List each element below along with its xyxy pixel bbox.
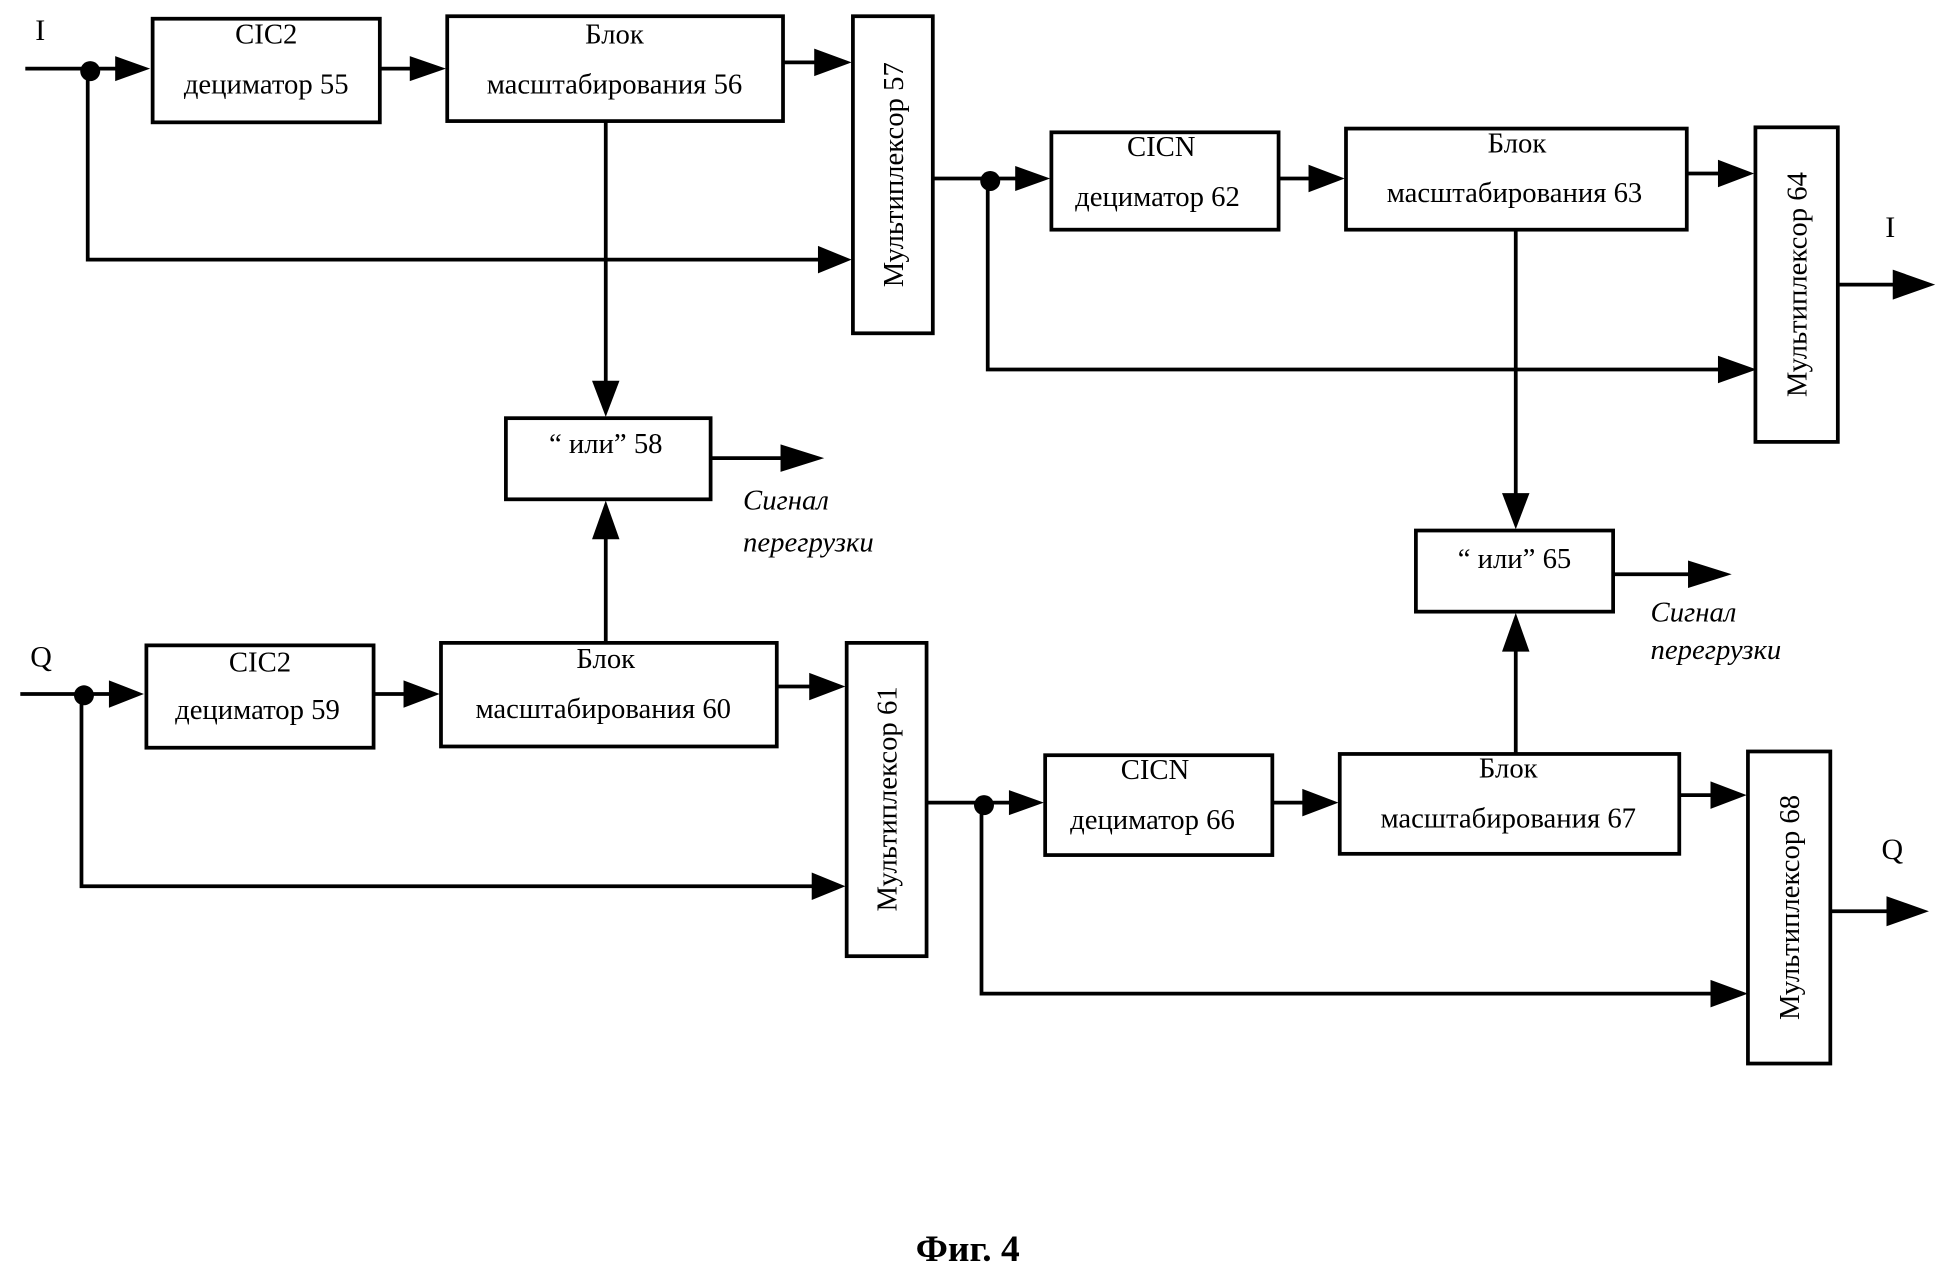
block-scaling-67: Блок масштабирования 67 bbox=[1340, 753, 1680, 854]
arrow-head bbox=[1502, 613, 1529, 652]
block-58-label: “ или” 58 bbox=[549, 428, 663, 460]
block-cic2-decimator-59: CIC2 дециматор 59 bbox=[146, 645, 373, 747]
arrow-head bbox=[812, 873, 846, 900]
block-66-line1: CICN bbox=[1121, 754, 1190, 786]
arrow-head bbox=[814, 49, 851, 76]
input-q-label: Q bbox=[30, 641, 52, 674]
block-67-line2: масштабирования 67 bbox=[1380, 803, 1636, 835]
arrow-head bbox=[1502, 493, 1529, 529]
arrow-head bbox=[809, 673, 845, 700]
block-56-line2: масштабирования 56 bbox=[487, 69, 743, 101]
block-61-label: Мультиплексор 61 bbox=[872, 686, 904, 911]
junction-dot bbox=[974, 795, 994, 815]
block-67-line1: Блок bbox=[1479, 753, 1538, 785]
overload-signal-58-line2: перегрузки bbox=[743, 527, 874, 559]
block-56-line1: Блок bbox=[585, 19, 644, 51]
arrow-head bbox=[1309, 165, 1345, 192]
output-i-label: I bbox=[1885, 211, 1895, 244]
block-scaling-56: Блок масштабирования 56 bbox=[447, 16, 783, 121]
block-68-label: Мультиплексор 68 bbox=[1774, 795, 1806, 1020]
block-scaling-60: Блок масштабирования 60 bbox=[441, 643, 777, 747]
block-or-58: “ или” 58 bbox=[506, 418, 711, 499]
block-cicn-decimator-62: CICN дециматор 62 bbox=[1051, 131, 1278, 230]
arrow-head bbox=[115, 56, 150, 81]
arrow-head bbox=[1718, 160, 1754, 187]
junction-dot bbox=[980, 171, 1000, 191]
arrow-head bbox=[1009, 790, 1044, 815]
block-62-line1: CICN bbox=[1127, 131, 1196, 163]
block-55-line2: дециматор 55 bbox=[184, 69, 349, 101]
arrow-head bbox=[1688, 560, 1732, 587]
block-60-line1: Блок bbox=[576, 643, 635, 675]
arrow-head bbox=[1302, 789, 1338, 816]
block-multiplexer-64: Мультиплексор 64 bbox=[1755, 127, 1837, 442]
block-64-label: Мультиплексор 64 bbox=[1782, 172, 1814, 397]
arrow-head bbox=[1710, 781, 1746, 808]
block-62-line2: дециматор 62 bbox=[1075, 181, 1240, 213]
block-55-line1: CIC2 bbox=[235, 19, 297, 51]
block-multiplexer-61: Мультиплексор 61 bbox=[847, 643, 927, 956]
arrow-head bbox=[410, 56, 446, 81]
block-65-label: “ или” 65 bbox=[1458, 543, 1572, 575]
block-66-line2: дециматор 66 bbox=[1070, 804, 1235, 836]
block-or-65: “ или” 65 bbox=[1416, 531, 1613, 612]
input-i-label: I bbox=[35, 14, 45, 47]
arrow-head bbox=[109, 680, 144, 707]
arrow-head bbox=[1015, 166, 1050, 191]
junction-dot bbox=[80, 61, 100, 81]
arrow-head bbox=[1886, 896, 1928, 926]
overload-signal-65-line2: перегрузки bbox=[1651, 634, 1782, 666]
overload-signal-65-line1: Сигнал bbox=[1651, 597, 1737, 629]
arrow-head bbox=[404, 680, 440, 707]
arrow-head bbox=[1718, 356, 1757, 383]
block-63-line2: масштабирования 63 bbox=[1387, 177, 1643, 209]
block-cic2-decimator-55: CIC2 дециматор 55 bbox=[153, 19, 380, 123]
block-60-line2: масштабирования 60 bbox=[475, 693, 731, 725]
block-cicn-decimator-66: CICN дециматор 66 bbox=[1045, 754, 1272, 855]
block-59-line2: дециматор 59 bbox=[175, 694, 340, 726]
arrow-head bbox=[1893, 270, 1935, 300]
block-59-line1: CIC2 bbox=[229, 647, 291, 679]
arrow-head bbox=[818, 246, 852, 273]
junction-dot bbox=[74, 685, 94, 705]
block-63-line1: Блок bbox=[1488, 127, 1547, 159]
block-multiplexer-57: Мультиплексор 57 bbox=[853, 16, 933, 333]
arrow-head bbox=[592, 501, 619, 540]
figure-caption: Фиг. 4 bbox=[916, 1229, 1020, 1270]
arrow-head bbox=[1710, 980, 1747, 1007]
overload-signal-58-line1: Сигнал bbox=[743, 484, 829, 516]
arrow-head bbox=[781, 444, 825, 471]
block-scaling-63: Блок масштабирования 63 bbox=[1346, 127, 1687, 229]
block-multiplexer-68: Мультиплексор 68 bbox=[1748, 751, 1830, 1063]
output-q-label: Q bbox=[1882, 833, 1904, 866]
arrow-head bbox=[592, 381, 619, 417]
block-57-label: Мультиплексор 57 bbox=[878, 62, 910, 287]
